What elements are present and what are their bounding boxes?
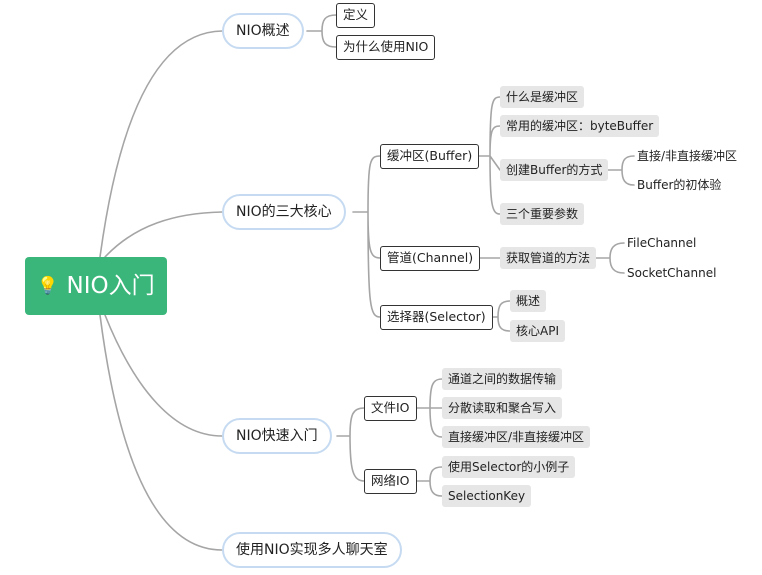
create-direct-nondirect[interactable]: 直接/非直接缓冲区 — [637, 148, 737, 164]
item-label: 什么是缓冲区 — [506, 90, 579, 104]
fileio-channel-transfer[interactable]: 通道之间的数据传输 — [442, 368, 563, 390]
item-label: SelectionKey — [448, 489, 526, 503]
item-label: 使用Selector的小例子 — [448, 460, 570, 474]
channel-socket[interactable]: SocketChannel — [627, 265, 716, 281]
topic-quick-start[interactable]: NIO快速入门 — [222, 418, 332, 454]
link-cores-children — [352, 155, 381, 318]
item-label: 创建Buffer的方式 — [506, 163, 603, 177]
root-node[interactable]: 💡 NIO入门 — [25, 257, 167, 315]
subtopic-label: 缓冲区(Buffer) — [387, 148, 473, 164]
link-root-three-cores — [104, 211, 223, 258]
subtopic-network-io[interactable]: 网络IO — [364, 469, 417, 494]
netio-selector-example[interactable]: 使用Selector的小例子 — [442, 456, 576, 478]
subtopic-definition[interactable]: 定义 — [336, 3, 376, 28]
subtopic-channel[interactable]: 管道(Channel) — [380, 246, 481, 271]
item-label: 获取管道的方法 — [506, 251, 591, 265]
topic-label: NIO快速入门 — [236, 428, 318, 444]
netio-selection-key[interactable]: SelectionKey — [442, 485, 532, 507]
topic-label: 使用NIO实现多人聊天室 — [236, 542, 388, 558]
topic-chat-room[interactable]: 使用NIO实现多人聊天室 — [222, 532, 402, 568]
channel-get-methods[interactable]: 获取管道的方法 — [500, 247, 597, 269]
create-first-experience[interactable]: Buffer的初体验 — [637, 177, 721, 193]
item-label: 直接/非直接缓冲区 — [637, 149, 738, 163]
link-fileio-children — [415, 378, 443, 438]
root-label: NIO入门 — [66, 272, 155, 299]
buffer-item-what[interactable]: 什么是缓冲区 — [500, 86, 585, 108]
subtopic-label: 选择器(Selector) — [387, 309, 486, 325]
item-label: Buffer的初体验 — [637, 178, 722, 192]
link-netio-children — [415, 466, 443, 497]
link-root-overview — [99, 30, 223, 258]
item-label: FileChannel — [627, 236, 697, 250]
subtopic-label: 管道(Channel) — [387, 250, 474, 266]
link-buffer-children — [473, 96, 501, 215]
buffer-item-create[interactable]: 创建Buffer的方式 — [500, 159, 609, 181]
fileio-direct-buffer[interactable]: 直接缓冲区/非直接缓冲区 — [442, 426, 591, 448]
link-overview-children — [306, 14, 337, 48]
subtopic-selector[interactable]: 选择器(Selector) — [380, 305, 493, 330]
item-label: 常用的缓冲区：byteBuffer — [506, 119, 654, 133]
topic-label: NIO概述 — [236, 23, 290, 39]
topic-nio-overview[interactable]: NIO概述 — [222, 13, 304, 49]
link-get-children — [594, 242, 625, 274]
fileio-scatter-gather[interactable]: 分散读取和聚合写入 — [442, 397, 563, 419]
link-root-chat — [99, 314, 223, 551]
item-label: SocketChannel — [627, 266, 717, 280]
link-create-children — [606, 155, 635, 186]
subtopic-why-nio[interactable]: 为什么使用NIO — [336, 35, 436, 60]
subtopic-buffer[interactable]: 缓冲区(Buffer) — [380, 144, 480, 169]
subtopic-label: 定义 — [343, 7, 369, 23]
topic-three-cores[interactable]: NIO的三大核心 — [222, 194, 346, 230]
lightbulb-icon: 💡 — [37, 275, 59, 296]
item-label: 直接缓冲区/非直接缓冲区 — [448, 430, 585, 444]
link-root-quick-start — [104, 314, 223, 437]
selector-overview[interactable]: 概述 — [510, 290, 547, 312]
buffer-item-common[interactable]: 常用的缓冲区：byteBuffer — [500, 115, 660, 137]
buffer-item-params[interactable]: 三个重要参数 — [500, 203, 585, 225]
item-label: 三个重要参数 — [506, 207, 579, 221]
selector-core-api[interactable]: 核心API — [510, 320, 565, 342]
subtopic-label: 网络IO — [371, 473, 410, 489]
item-label: 核心API — [516, 324, 559, 338]
subtopic-label: 文件IO — [371, 400, 410, 416]
channel-file[interactable]: FileChannel — [627, 235, 696, 251]
item-label: 通道之间的数据传输 — [448, 372, 557, 386]
subtopic-file-io[interactable]: 文件IO — [364, 396, 417, 421]
item-label: 概述 — [516, 294, 541, 308]
topic-label: NIO的三大核心 — [236, 204, 332, 220]
link-quick-children — [336, 407, 365, 482]
item-label: 分散读取和聚合写入 — [448, 401, 557, 415]
subtopic-label: 为什么使用NIO — [343, 39, 429, 55]
